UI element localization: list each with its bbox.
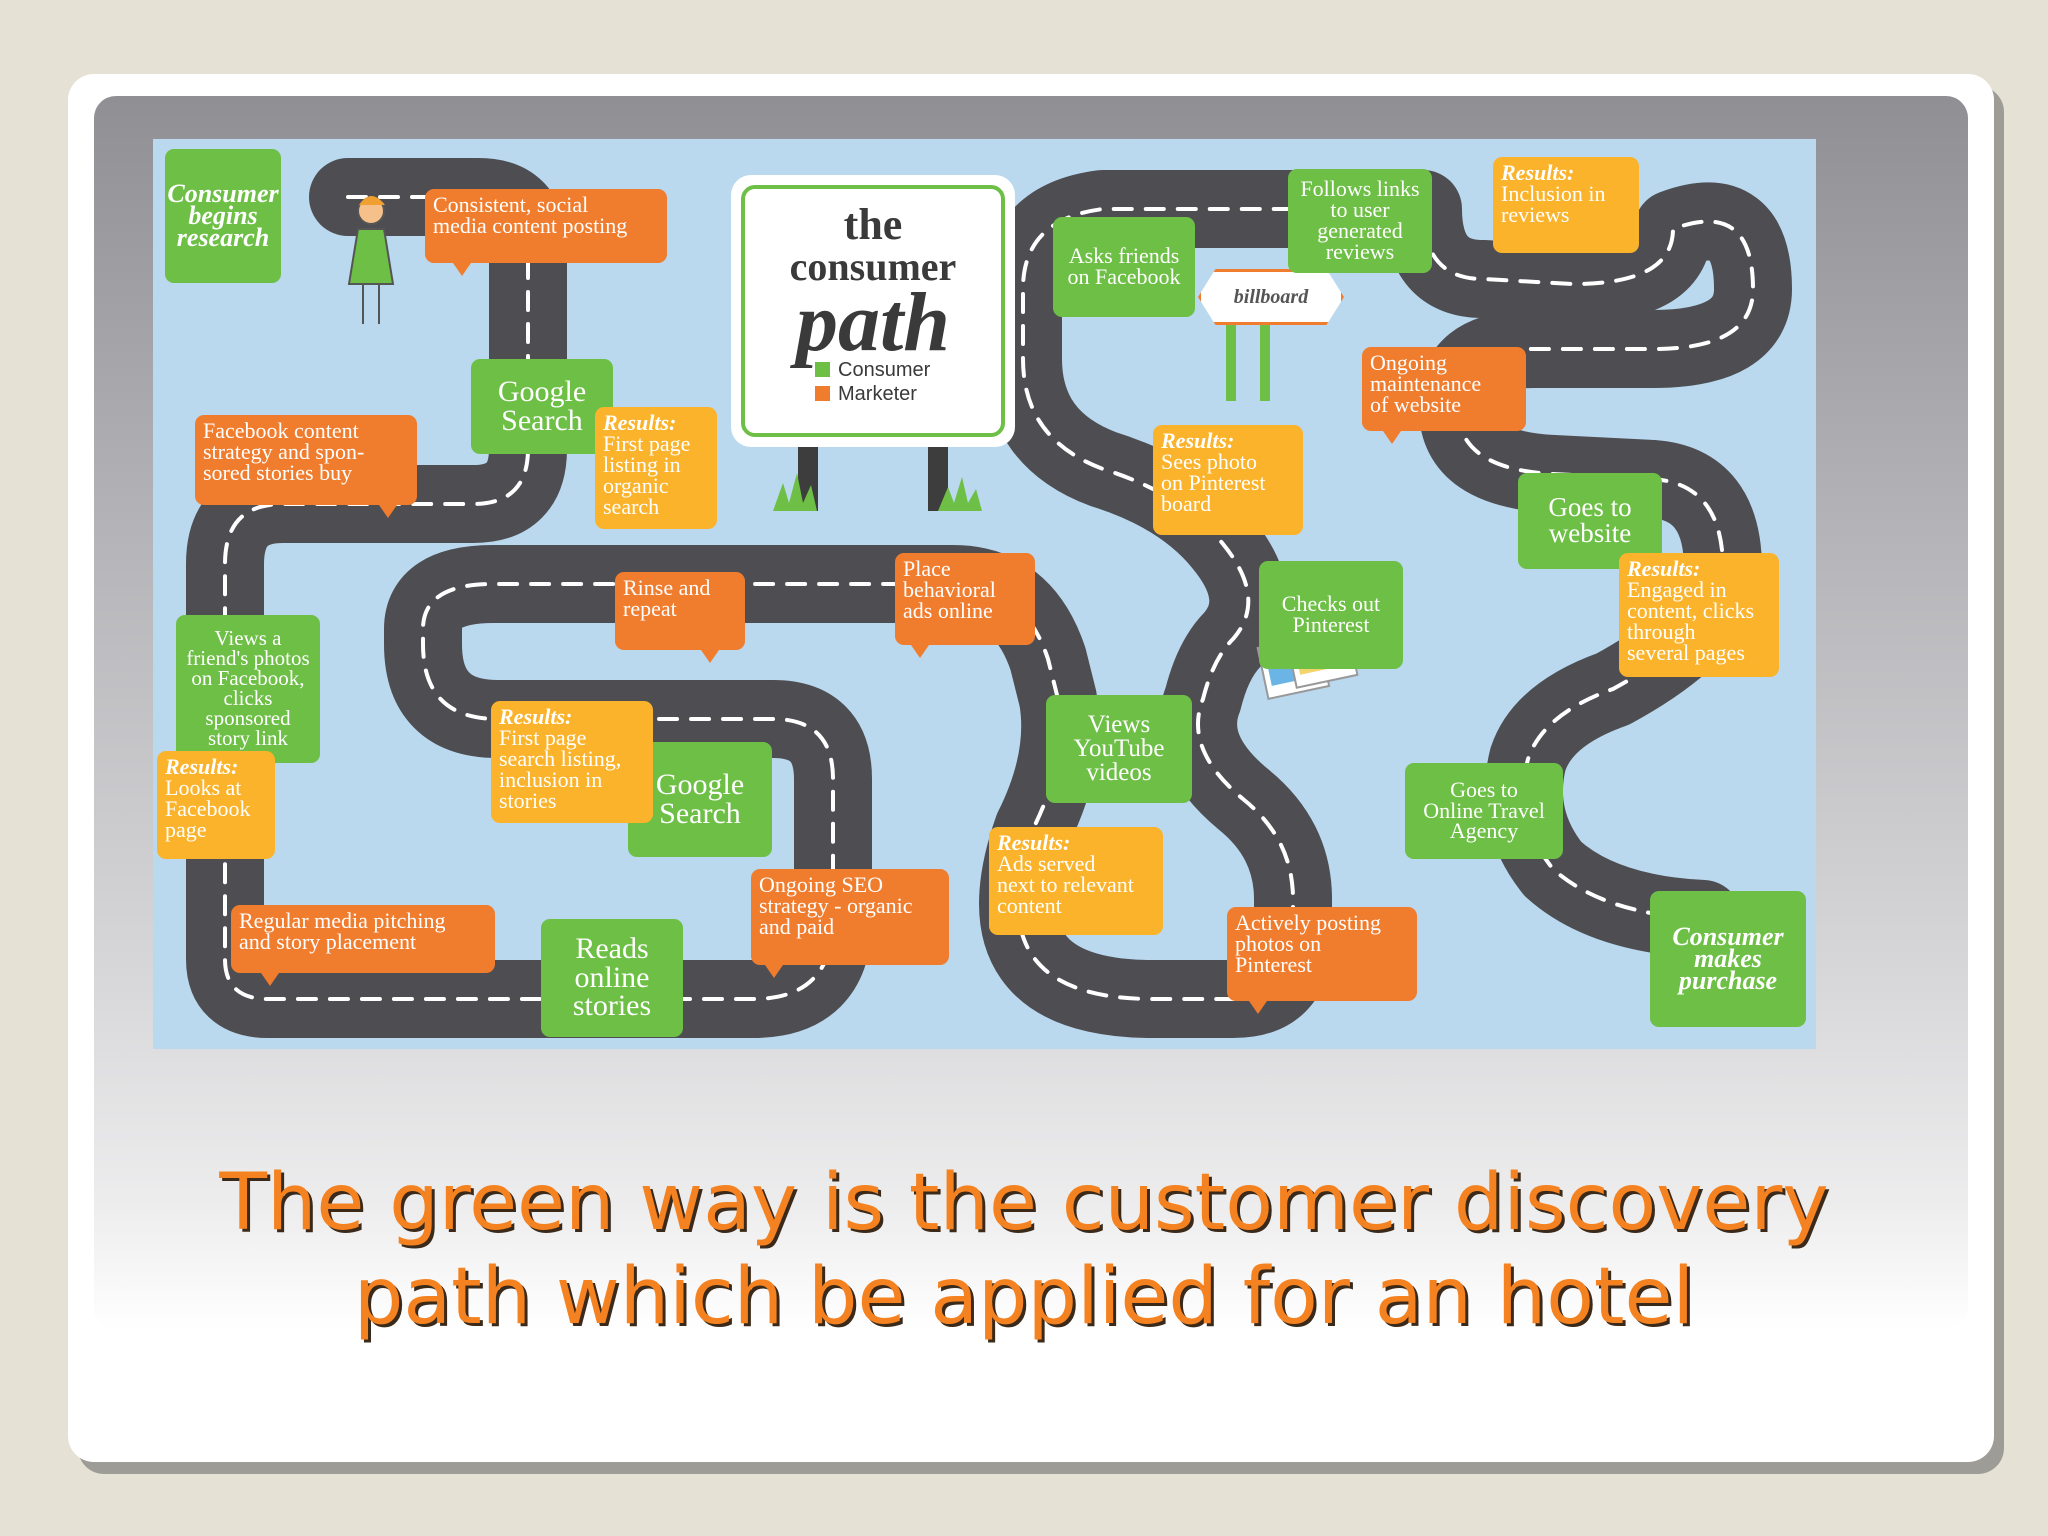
result-first-page-stories: Results:First page search listing, inclu… <box>491 701 653 823</box>
consumer-step-asks-friends: Asks friends on Facebook <box>1053 217 1195 317</box>
marketer-step-behavioral-ads: Place behavioral ads online <box>895 553 1035 645</box>
caption-line-1: The green way is the customer discovery <box>219 1158 1829 1248</box>
result-first-page-organic: Results:First page listing in organic se… <box>595 407 717 529</box>
marketer-step-social-content: Consistent, social media content posting <box>425 189 667 263</box>
legend-swatch-marketer <box>815 386 830 402</box>
callout-tail <box>453 263 471 276</box>
result-text: Inclusion in reviews <box>1501 180 1606 227</box>
consumer-path-diagram: the consumer path Consumer Marketer bill… <box>153 139 1816 1049</box>
results-label: Results: <box>1501 160 1575 185</box>
result-ads-served: Results:Ads served next to relevant cont… <box>989 827 1163 935</box>
slide-caption: The green way is the customer discovery … <box>0 1156 2048 1344</box>
results-label: Results: <box>1627 556 1701 581</box>
callout-tail <box>261 973 279 986</box>
result-looks-at-facebook: Results:Looks at Facebook page <box>157 751 275 859</box>
result-sees-pinterest-photo: Results:Sees photo on Pinterest board <box>1153 425 1303 535</box>
consumer-step-follows-links: Follows links to user generated reviews <box>1288 169 1432 273</box>
marketer-step-website-maintenance: Ongoing maintenance of website <box>1362 347 1526 431</box>
results-label: Results: <box>997 830 1071 855</box>
consumer-step-reads-online-stories: Reads online stories <box>541 919 683 1037</box>
consumer-step-views-friends-photos: Views a friend's photos on Facebook, cli… <box>176 615 320 763</box>
marketer-step-pinterest-posting: Actively posting photos on Pinterest <box>1227 907 1417 1001</box>
title-line-1: the <box>843 200 903 249</box>
consumer-step-makes-purchase: Consumer makes purchase <box>1650 891 1806 1027</box>
result-text: Looks at Facebook page <box>165 774 251 842</box>
callout-tail <box>1383 431 1401 444</box>
result-engaged-in-content: Results:Engaged in content, clicks throu… <box>1619 553 1779 677</box>
sign-post-right <box>928 445 948 511</box>
legend-label-marketer: Marketer <box>838 383 917 406</box>
consumer-step-google-search-1: Google Search <box>471 359 613 454</box>
legend-swatch-consumer <box>815 362 830 378</box>
grass-tuft-right <box>938 477 982 511</box>
title-line-3: path <box>795 276 951 369</box>
marketer-step-media-pitching: Regular media pitching and story placeme… <box>231 905 495 973</box>
billboard-post-left <box>1226 281 1236 401</box>
consumer-step-begins-research: Consumer begins research <box>165 149 281 283</box>
legend-consumer: Consumer <box>815 358 1001 382</box>
consumer-step-checks-pinterest: Checks out Pinterest <box>1259 561 1403 669</box>
marketer-step-ongoing-seo: Ongoing SEO strategy - organic and paid <box>751 869 949 965</box>
consumer-figure <box>347 196 395 324</box>
result-text: Sees photo on Pinterest board <box>1161 448 1266 516</box>
consumer-step-views-youtube: Views YouTube videos <box>1046 695 1192 803</box>
results-label: Results: <box>499 704 573 729</box>
results-label: Results: <box>603 410 677 435</box>
callout-tail <box>911 645 929 658</box>
grass-tuft-left <box>773 473 817 511</box>
marketer-step-rinse-repeat: Rinse and repeat <box>615 572 745 650</box>
legend-marketer: Marketer <box>815 382 1001 406</box>
billboard-post-right <box>1260 281 1270 401</box>
result-text: First page search listing, inclusion in … <box>499 724 622 813</box>
caption-line-2: path which be applied for an hotel <box>353 1252 1695 1342</box>
result-text: Ads served next to relevant content <box>997 850 1134 918</box>
results-label: Results: <box>1161 428 1235 453</box>
result-text: First page listing in organic search <box>603 430 691 519</box>
callout-tail <box>1249 1001 1267 1014</box>
callout-tail <box>765 965 783 978</box>
legend-label-consumer: Consumer <box>838 359 931 382</box>
callout-tail <box>701 650 719 663</box>
consumer-step-online-travel-agency: Goes to Online Travel Agency <box>1405 763 1563 859</box>
title-sign-frame: the consumer path Consumer Marketer <box>741 185 1005 437</box>
results-label: Results: <box>165 754 239 779</box>
result-inclusion-in-reviews: Results:Inclusion in reviews <box>1493 157 1639 253</box>
title-line-2: consumer <box>789 244 957 289</box>
billboard-sign: billboard <box>1198 269 1344 325</box>
callout-tail <box>379 505 397 518</box>
result-text: Engaged in content, clicks through sever… <box>1627 576 1755 665</box>
title-sign: the consumer path Consumer Marketer <box>731 175 1015 447</box>
marketer-step-facebook-strategy: Facebook content strategy and spon- sore… <box>195 415 417 505</box>
